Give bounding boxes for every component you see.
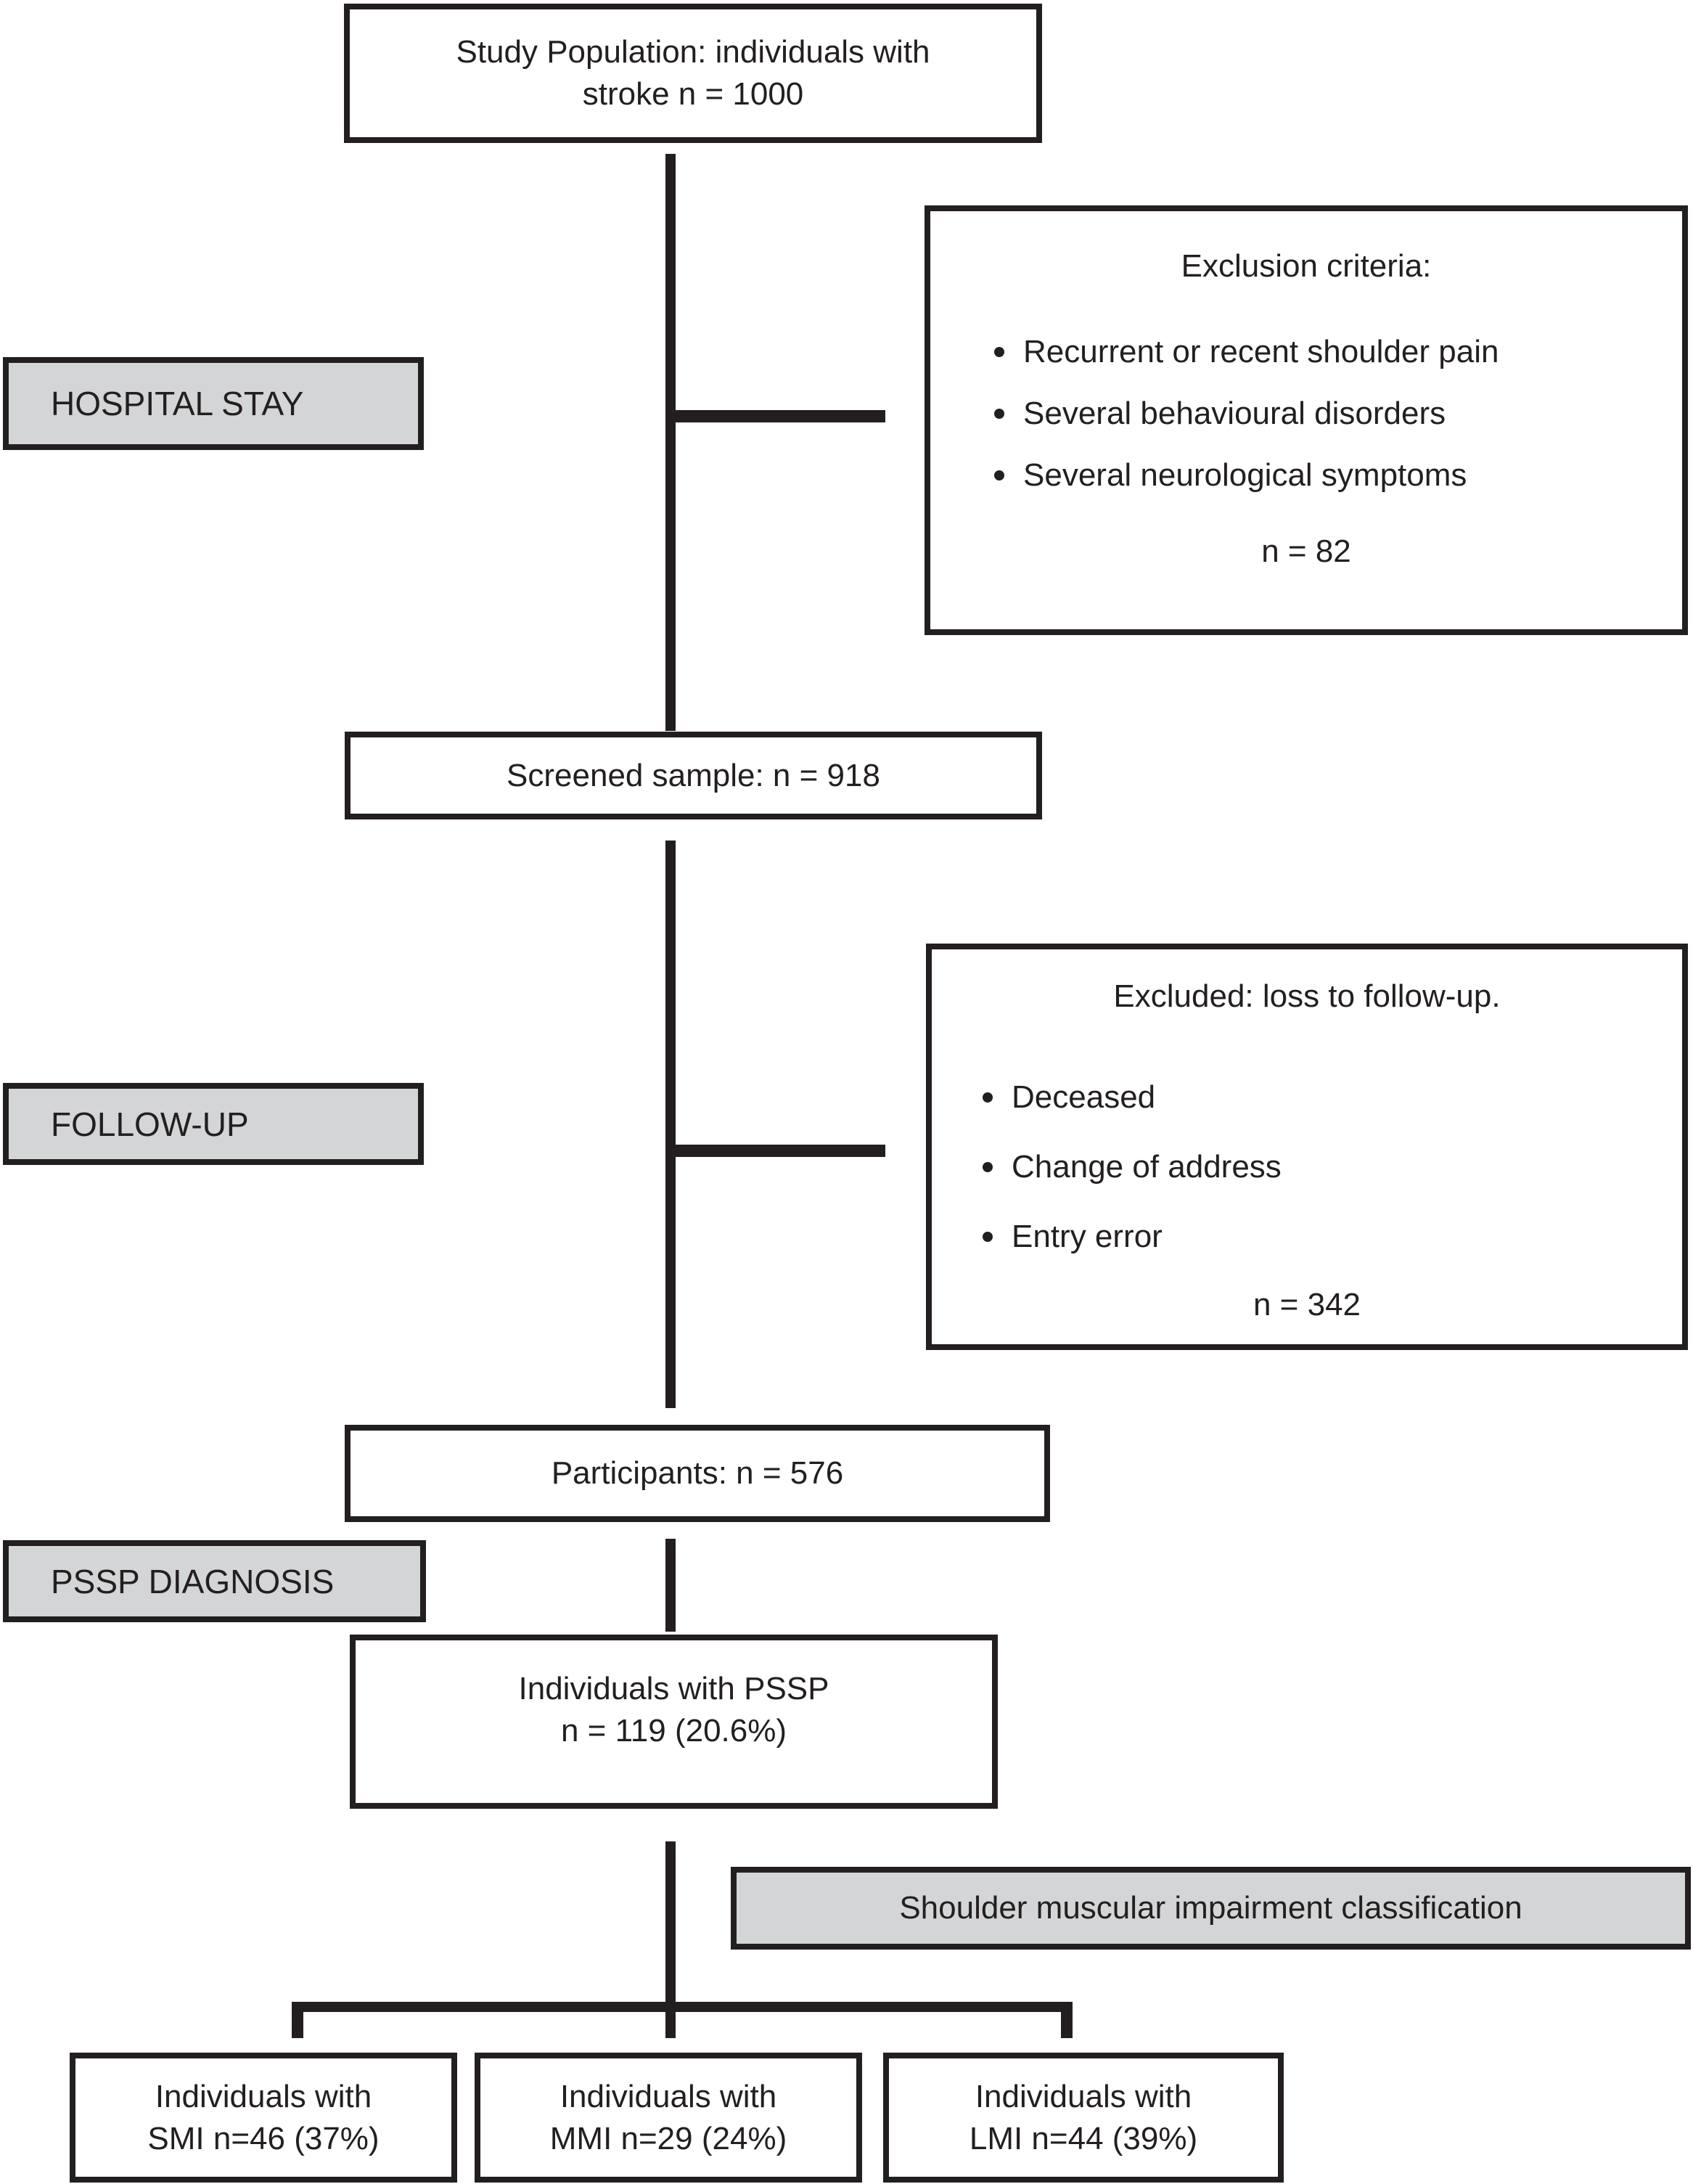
stage-classification-box: Shoulder muscular impairment classificat…: [731, 1867, 1691, 1950]
outcome-smi-box: Individuals with SMI n=46 (37%): [70, 2053, 457, 2183]
exclusion-n-value: n = 82: [1261, 533, 1351, 569]
stage-follow-up-box: FOLLOW-UP: [3, 1083, 424, 1165]
bullet-dot: [994, 347, 1004, 357]
exclusion-bullet-text-3: Several neurological symptoms: [1023, 457, 1467, 493]
exclusion-bullet-row: Recurrent or recent shoulder pain: [994, 331, 1682, 373]
pssp-line2: n = 119 (20.6%): [560, 1713, 787, 1749]
exclusion-criteria-bullets: Recurrent or recent shoulder pain Severa…: [930, 331, 1682, 496]
excluded-bullet-text-3: Entry error: [1012, 1219, 1163, 1254]
exclusion-criteria-content: Exclusion criteria: Recurrent or recent …: [930, 211, 1682, 629]
connector-vertical-3: [665, 1539, 676, 1632]
study-population-line2: stroke n = 1000: [582, 76, 804, 112]
exclusion-bullet-text-2: Several behavioural disorders: [1023, 396, 1446, 431]
stage-pssp-diagnosis-label: PSSP DIAGNOSIS: [51, 1562, 335, 1600]
connector-vertical-1: [665, 154, 676, 731]
bullet-dot: [983, 1232, 993, 1242]
outcome-smi-line2: SMI n=46 (37%): [147, 2120, 380, 2156]
connector-tick-left: [292, 2002, 303, 2038]
outcome-mmi-line2: MMI n=29 (24%): [549, 2120, 787, 2156]
pssp-line1: Individuals with PSSP: [518, 1671, 829, 1706]
outcome-lmi-line1: Individuals with: [975, 2078, 1192, 2114]
exclusion-bullet-row: Several neurological symptoms: [994, 454, 1682, 496]
stage-pssp-diagnosis-box: PSSP DIAGNOSIS: [3, 1540, 426, 1622]
excluded-bullet-text-2: Change of address: [1012, 1149, 1282, 1185]
participants-box: Participants: n = 576: [345, 1425, 1050, 1522]
exclusion-criteria-title: Exclusion criteria:: [1181, 248, 1432, 284]
connector-branch-exclusion: [671, 410, 885, 422]
outcome-mmi-line1: Individuals with: [559, 2078, 777, 2114]
bullet-dot: [983, 1162, 993, 1172]
excluded-n-value: n = 342: [1253, 1287, 1361, 1322]
exclusion-bullet-text-1: Recurrent or recent shoulder pain: [1023, 334, 1499, 369]
exclusion-bullet-row: Several behavioural disorders: [994, 393, 1682, 435]
study-population-box: Study Population: individuals with strok…: [344, 4, 1042, 143]
stage-classification-label: Shoulder muscular impairment classificat…: [899, 1890, 1522, 1926]
excluded-follow-up-bullets: Deceased Change of address Entry error: [932, 1076, 1682, 1258]
stage-follow-up-label: FOLLOW-UP: [51, 1105, 249, 1143]
bullet-dot: [994, 409, 1004, 419]
bullet-dot: [983, 1092, 993, 1103]
participants-label: Participants: n = 576: [551, 1455, 844, 1491]
stage-hospital-stay-label: HOSPITAL STAY: [51, 385, 304, 422]
outcome-lmi-box: Individuals with LMI n=44 (39%): [883, 2053, 1284, 2183]
connector-vertical-4: [665, 1841, 676, 2038]
study-population-line1: Study Population: individuals with: [456, 34, 930, 70]
connector-branch-excluded: [671, 1145, 885, 1157]
outcome-mmi-box: Individuals with MMI n=29 (24%): [475, 2053, 862, 2183]
pssp-box: Individuals with PSSP n = 119 (20.6%): [350, 1635, 998, 1809]
outcome-lmi-line2: LMI n=44 (39%): [969, 2120, 1198, 2156]
excluded-follow-up-title: Excluded: loss to follow-up.: [1113, 978, 1501, 1014]
connector-vertical-2: [665, 841, 676, 1408]
outcome-smi-line1: Individuals with: [155, 2078, 372, 2114]
stage-hospital-stay-box: HOSPITAL STAY: [3, 357, 424, 450]
excluded-follow-up-content: Excluded: loss to follow-up. Deceased Ch…: [932, 949, 1682, 1344]
excluded-bullet-row: Change of address: [983, 1146, 1682, 1188]
connector-tick-right: [1061, 2002, 1073, 2038]
bullet-dot: [994, 470, 1004, 480]
exclusion-criteria-box: Exclusion criteria: Recurrent or recent …: [925, 205, 1688, 635]
excluded-bullet-row: Deceased: [983, 1076, 1682, 1118]
screened-sample-label: Screened sample: n = 918: [507, 757, 880, 793]
excluded-bullet-text-1: Deceased: [1012, 1079, 1156, 1115]
connector-horizontal-split-bar: [292, 2002, 1073, 2012]
excluded-follow-up-box: Excluded: loss to follow-up. Deceased Ch…: [926, 944, 1688, 1350]
excluded-bullet-row: Entry error: [983, 1216, 1682, 1258]
screened-sample-box: Screened sample: n = 918: [345, 732, 1042, 819]
